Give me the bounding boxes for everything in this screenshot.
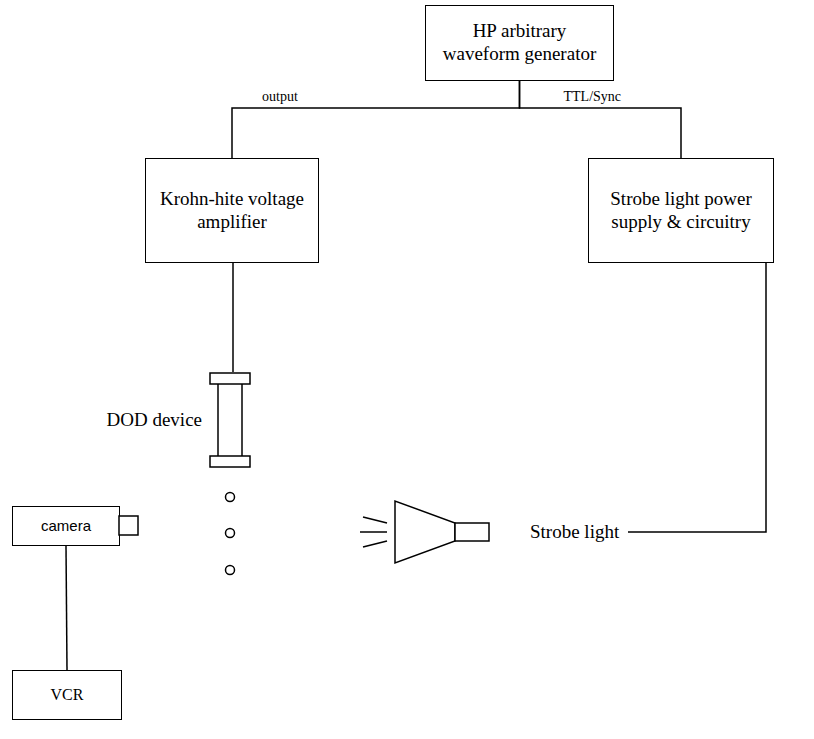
droplet xyxy=(226,493,235,502)
camera-lens xyxy=(119,515,141,537)
dod-device-symbol xyxy=(207,372,257,468)
node-label: Strobe light power supply & circuitry xyxy=(597,188,765,234)
droplet xyxy=(226,529,235,538)
strobe-supply-box: Strobe light power supply & circuitry xyxy=(588,158,774,263)
generator-box: HP arbitrary waveform generator xyxy=(425,5,614,81)
node-label: DOD device xyxy=(107,409,203,432)
node-label: HP arbitrary waveform generator xyxy=(434,20,605,66)
node-label: Strobe light xyxy=(530,521,619,544)
connector-line xyxy=(520,81,682,158)
connector-line xyxy=(628,263,766,532)
node-label: VCR xyxy=(51,685,84,704)
node-label: camera xyxy=(41,517,91,535)
connector-line xyxy=(232,263,234,372)
connector-line xyxy=(232,81,520,158)
droplets xyxy=(226,493,235,575)
strobe-lamp-symbol xyxy=(355,495,495,569)
amplifier-box: Krohn-hite voltage amplifier xyxy=(145,158,319,263)
connector-line xyxy=(66,546,67,670)
droplet xyxy=(226,566,235,575)
node-label: Krohn-hite voltage amplifier xyxy=(154,188,310,234)
vcr-box: VCR xyxy=(12,670,122,720)
dod-device: DOD device xyxy=(80,372,260,468)
signal-label: output xyxy=(260,89,300,104)
signal-label: TTL/Sync xyxy=(562,89,624,104)
strobe-light: Strobe light xyxy=(355,495,628,569)
camera-box: camera xyxy=(12,506,120,546)
